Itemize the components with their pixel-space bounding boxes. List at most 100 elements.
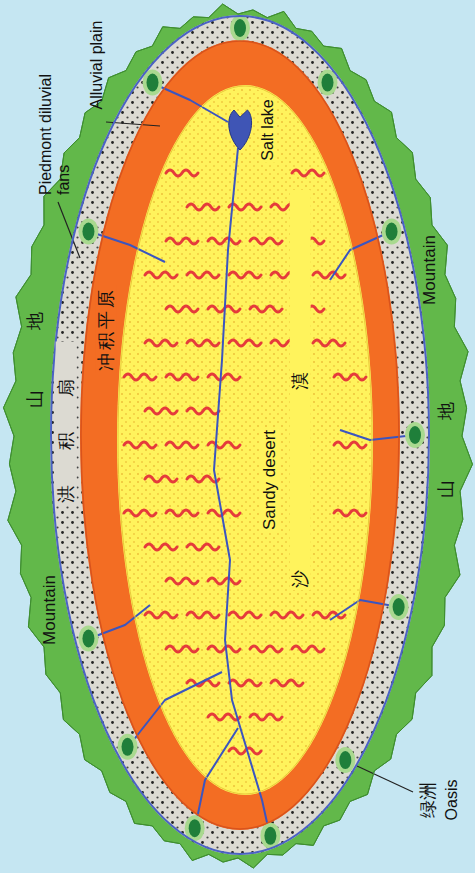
fan-label-cn: 洪积扇	[56, 341, 77, 504]
oasis-core	[189, 819, 201, 837]
dune-stroke	[145, 544, 177, 550]
oasis-core	[339, 751, 351, 769]
river	[88, 231, 165, 262]
dune-stroke	[166, 374, 198, 380]
oasis-spot	[118, 734, 138, 760]
alluvial-plain-belt: Alluvial plain冲积平原Sandy desert沙漠Salt lak…	[80, 40, 400, 830]
leader-line	[357, 766, 413, 792]
dune-stroke	[208, 510, 240, 516]
oasis-core	[234, 19, 246, 37]
oasis-spot	[78, 626, 98, 652]
river	[340, 430, 415, 440]
fan-label: Piedmont diluvial fans	[37, 63, 74, 197]
dune-stroke	[145, 476, 177, 482]
region-border	[4, 4, 473, 868]
dune-stroke	[166, 646, 198, 652]
dune-stroke	[292, 170, 324, 176]
oasis-spot	[405, 422, 425, 448]
dune-stroke	[187, 408, 219, 414]
dune-stroke	[124, 374, 156, 380]
dune-stroke	[229, 748, 261, 754]
piedmont-fan-belt: Piedmont diluvial fans洪积扇Alluvial plain冲…	[50, 15, 430, 855]
river	[330, 600, 399, 620]
oasis-halo	[230, 15, 250, 41]
dune-stroke	[250, 714, 282, 720]
dune-stroke	[166, 170, 198, 176]
dune-stroke	[292, 646, 324, 652]
dune-stroke	[229, 612, 261, 618]
dune-stroke	[229, 680, 261, 686]
dune-group	[124, 170, 366, 754]
dune-stroke	[166, 442, 198, 448]
oasis-spot	[382, 219, 402, 245]
dune-stroke	[145, 612, 177, 618]
dune-stroke	[208, 238, 240, 244]
lake-label: Salt lake	[259, 97, 277, 162]
sand-stipple	[119, 88, 371, 792]
dune-stroke	[187, 612, 219, 618]
mountain-label: Mountain	[40, 573, 60, 647]
region-border	[51, 16, 429, 854]
dune-stroke	[145, 272, 177, 278]
oasis-label-cn: 绿洲	[418, 780, 439, 820]
oasis-core	[386, 223, 398, 241]
dune-stroke	[187, 272, 219, 278]
river	[195, 728, 238, 828]
dune-stroke	[166, 510, 198, 516]
dune-stroke	[250, 306, 282, 312]
oasis-core	[409, 426, 421, 444]
dune-stroke	[334, 442, 366, 448]
oasis-halo	[78, 219, 98, 245]
oasis-halo	[382, 219, 402, 245]
region-border	[81, 41, 399, 829]
mountain-region	[4, 4, 473, 868]
leader-group	[58, 122, 413, 792]
oasis-halo	[389, 594, 409, 620]
oasis-halo	[78, 626, 98, 652]
dune-stroke	[271, 612, 303, 618]
dune-stroke	[166, 238, 198, 244]
salt-lake-outline	[225, 110, 255, 150]
plain-label: Alluvial plain	[88, 19, 106, 112]
oasis-spot	[230, 15, 250, 41]
dune-stroke	[208, 714, 240, 720]
dune-stroke	[208, 374, 240, 380]
dune-stroke	[250, 238, 282, 244]
oasis-group	[78, 15, 425, 849]
desert-label-cn: 沙漠	[290, 190, 311, 590]
dune-stroke	[187, 476, 219, 482]
desert-label: Sandy desert	[260, 428, 280, 532]
dune-stroke	[271, 680, 303, 686]
piedmont-fan-belt	[50, 15, 430, 855]
dune-stroke	[187, 204, 219, 210]
oasis-halo	[118, 734, 138, 760]
sandy-desert-area	[117, 85, 373, 795]
mountain-label-cn: 山地	[436, 340, 457, 500]
sandy-desert-area: Sandy desert 沙漠 Salt lake	[117, 85, 373, 795]
dune-stroke	[334, 374, 366, 380]
oasis-core	[264, 827, 276, 845]
mountain-label: Mountain	[420, 233, 440, 307]
dune-stroke	[229, 340, 261, 346]
dune-stroke	[187, 340, 219, 346]
dune-stroke	[229, 204, 261, 210]
oasis-spot	[389, 594, 409, 620]
dune-stroke	[250, 646, 282, 652]
region-border	[118, 86, 372, 794]
mountain-label-cn: 山地	[25, 250, 46, 410]
oasis-core	[82, 630, 94, 648]
oasis-label: Oasis	[443, 778, 461, 823]
plain-label-cn: 冲积平原	[96, 285, 117, 373]
dune-stroke	[313, 340, 345, 346]
leader-line	[58, 202, 80, 258]
dune-stroke	[166, 306, 198, 312]
river	[330, 231, 392, 280]
dune-stroke	[145, 340, 177, 346]
oasis-halo	[335, 747, 355, 773]
oasis-spot	[78, 219, 98, 245]
dune-stroke	[313, 272, 345, 278]
alluvial-plain-belt-outline	[80, 40, 400, 830]
dune-stroke	[166, 578, 198, 584]
dune-stroke	[208, 646, 240, 652]
